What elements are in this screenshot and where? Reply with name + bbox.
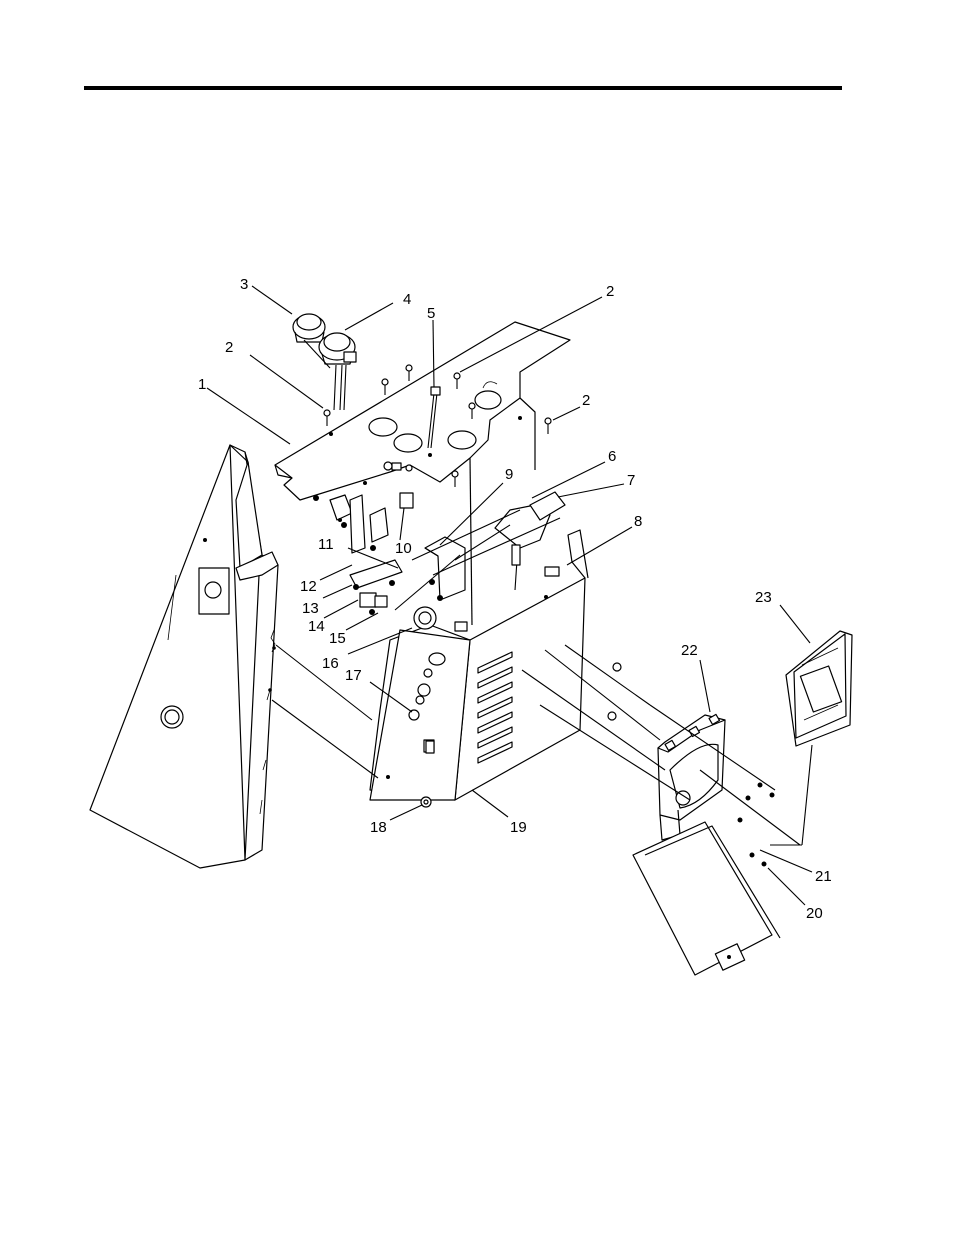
callout-2c: 2	[582, 392, 590, 409]
gauge-part-4	[303, 332, 357, 411]
callout-16: 16	[322, 655, 339, 672]
callout-14: 14	[308, 618, 325, 635]
callout-9: 9	[505, 466, 513, 483]
callout-1: 1	[198, 376, 206, 393]
gauge-part-3	[292, 313, 326, 343]
callout-2b: 2	[606, 283, 614, 300]
callout-19: 19	[510, 819, 527, 836]
callout-8: 8	[634, 513, 642, 530]
callout-12: 12	[300, 578, 317, 595]
cabinet-vent-slots	[477, 651, 513, 764]
hardware-part-20-21	[607, 662, 775, 867]
callout-10: 10	[395, 540, 412, 557]
callout-6: 6	[608, 448, 616, 465]
callout-21: 21	[815, 868, 832, 885]
callout-22: 22	[681, 642, 698, 659]
access-door	[632, 821, 781, 976]
callout-4: 4	[403, 291, 411, 308]
leader-lines	[206, 285, 813, 906]
probe-part-5	[427, 386, 441, 457]
callout-3: 3	[240, 276, 248, 293]
callout-labels: 3 4 5 2 2 2 1 6 7 9 8 11 10 12 13 14 15 …	[198, 276, 832, 922]
manual-part-23	[770, 630, 853, 846]
callout-2a: 2	[225, 339, 233, 356]
top-screws	[313, 364, 552, 522]
callout-20: 20	[806, 905, 823, 922]
callout-7: 7	[627, 472, 635, 489]
callout-17: 17	[345, 667, 362, 684]
internal-brackets	[329, 492, 466, 601]
top-deck-plate-part-1	[274, 321, 571, 501]
callout-11: 11	[318, 536, 334, 553]
callout-23: 23	[755, 589, 772, 606]
callout-15: 15	[329, 630, 346, 647]
callout-13: 13	[302, 600, 319, 617]
header-rule	[84, 86, 842, 90]
side-panel-part-1	[89, 444, 279, 869]
callout-18: 18	[370, 819, 387, 836]
small-hardware	[349, 462, 560, 632]
callout-5: 5	[427, 305, 435, 322]
screw-part-18	[420, 740, 435, 808]
assembly-lines	[271, 509, 801, 846]
